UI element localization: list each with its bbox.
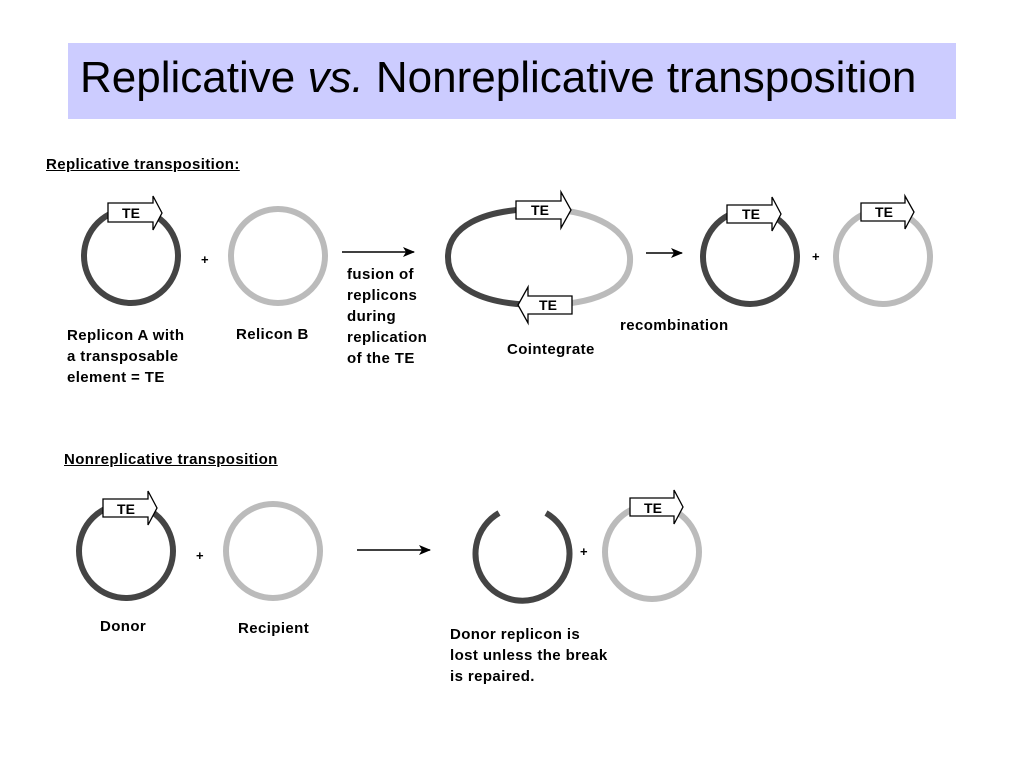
donor-lost-label-line: Donor replicon is xyxy=(450,626,581,643)
te-marker-donor: TE xyxy=(102,490,158,526)
product-replicon-a-circle xyxy=(700,207,800,307)
donor-lost-label: Donor replicon is lost unless the break … xyxy=(450,624,608,687)
te-label: TE xyxy=(122,205,140,221)
recipient-with-te-circle xyxy=(602,502,702,602)
plus-sign-2: + xyxy=(812,249,820,264)
te-label: TE xyxy=(539,297,557,313)
te-marker-product-b: TE xyxy=(860,193,915,230)
plus-sign-1: + xyxy=(201,252,209,267)
product-replicon-b-circle xyxy=(833,207,933,307)
recombination-label: recombination xyxy=(620,317,729,334)
te-marker-replicon-a: TE xyxy=(107,195,163,231)
recipient-label: Recipient xyxy=(238,620,310,637)
cointegrate-ring xyxy=(444,206,634,308)
te-label: TE xyxy=(742,206,760,222)
replicative-heading: Replicative transposition: xyxy=(46,156,240,173)
replicon-a-circle xyxy=(81,206,181,306)
page-title: Replicative vs. Nonreplicative transposi… xyxy=(80,53,916,103)
donor-circle xyxy=(76,501,176,601)
fusion-label-line: replicons xyxy=(347,287,418,304)
donor-lost-label-line: lost unless the break xyxy=(450,647,608,664)
donor-label: Donor xyxy=(100,618,147,635)
broken-donor-circle xyxy=(472,510,573,604)
te-marker-cointegrate-top: TE xyxy=(515,189,572,231)
plus-sign-4: + xyxy=(580,544,588,559)
te-marker-recipient: TE xyxy=(629,489,684,525)
title-part-nonreplicative: Nonreplicative transposition xyxy=(363,53,917,102)
te-label: TE xyxy=(875,204,893,220)
recipient-circle xyxy=(223,501,323,601)
plus-sign-3: + xyxy=(196,548,204,563)
te-label: TE xyxy=(531,202,549,218)
cointegrate-label: Cointegrate xyxy=(507,341,595,358)
title-part-vs: vs. xyxy=(307,53,364,102)
fusion-label-line: fusion of xyxy=(347,266,414,283)
title-part-replicative: Replicative xyxy=(80,53,308,102)
fusion-label-line: during xyxy=(347,308,397,325)
fusion-label-line: replication xyxy=(347,329,428,346)
nonreplicative-heading: Nonreplicative transposition xyxy=(64,451,278,468)
replicon-a-label: Replicon A with a transposable element =… xyxy=(67,325,184,388)
te-label: TE xyxy=(644,500,662,516)
replicon-a-label-line: Replicon A with xyxy=(67,327,185,344)
replicon-a-label-line: a transposable xyxy=(67,348,179,365)
replicon-b-circle xyxy=(228,206,328,306)
fusion-label: fusion of replicons during replication o… xyxy=(347,264,427,369)
replicon-a-label-line: element = TE xyxy=(67,369,165,386)
te-marker-cointegrate-bottom: TE xyxy=(517,284,573,326)
title-banner: Replicative vs. Nonreplicative transposi… xyxy=(68,43,956,119)
donor-lost-label-line: is repaired. xyxy=(450,668,535,685)
fusion-label-line: of the TE xyxy=(347,350,415,367)
replicon-b-label: Relicon B xyxy=(236,326,309,343)
te-label: TE xyxy=(117,501,135,517)
te-marker-product-a: TE xyxy=(726,196,782,232)
